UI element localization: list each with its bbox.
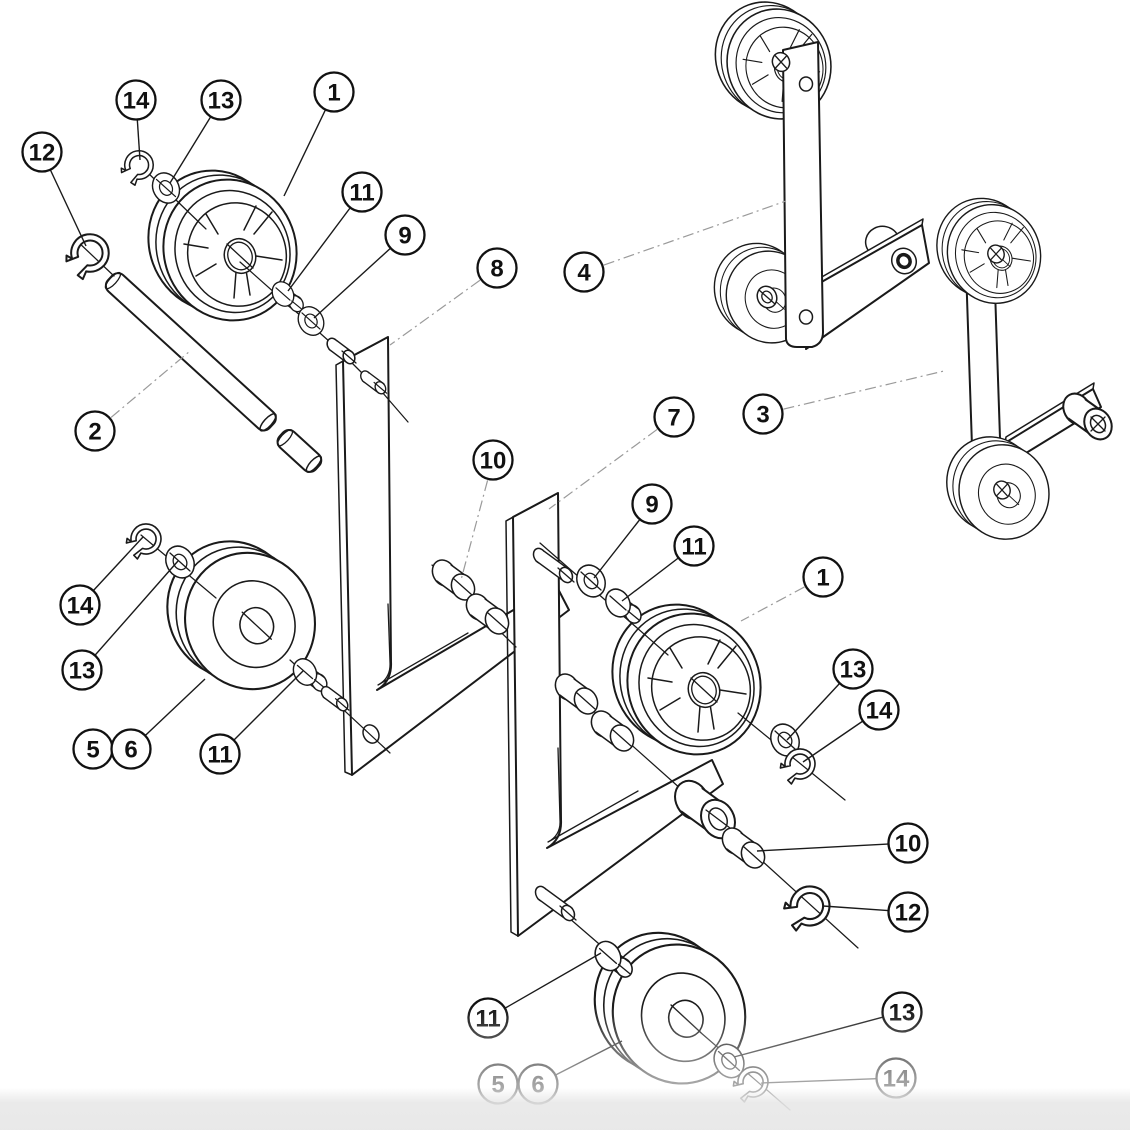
balloon-10-left: 10 xyxy=(472,439,514,481)
balloon-circle-13-upper xyxy=(200,79,242,121)
assembly4-arm-tab xyxy=(864,225,898,251)
balloon-circle-11-mid xyxy=(673,525,715,567)
balloon-label-14-left: 14 xyxy=(67,593,94,620)
balloon-label-10-right: 10 xyxy=(895,831,922,858)
assembly4-arm-hole xyxy=(890,247,918,275)
balloon-label-14-mid: 14 xyxy=(866,698,893,725)
balloon-13-upper: 13 xyxy=(200,79,242,121)
balloon-label-11-mid: 11 xyxy=(681,534,706,561)
balloon-label-9-mid: 9 xyxy=(645,492,658,519)
v-bracket-front-part7 xyxy=(505,492,724,937)
leader-line-7 xyxy=(548,416,675,510)
balloon-4: 4 xyxy=(563,251,605,293)
balloon-label-13-left: 13 xyxy=(69,658,96,685)
balloon-circle-9-mid xyxy=(631,483,673,525)
balloon-14-upper: 14 xyxy=(115,79,157,121)
balloon-9-mid: 9 xyxy=(631,483,673,525)
balloon-circle-1-mid xyxy=(802,556,844,598)
balloon-circle-10-left xyxy=(472,439,514,481)
balloon-circle-14-left xyxy=(59,584,101,626)
balloon-circle-13-mid xyxy=(832,648,874,690)
balloon-13-mid: 13 xyxy=(832,648,874,690)
balloon-label-4: 4 xyxy=(577,260,591,287)
balloon-label-9-upper: 9 xyxy=(398,223,411,250)
pulley-arm-assembly-top-part4 xyxy=(699,0,930,356)
balloon-10-right: 10 xyxy=(887,822,929,864)
balloon-label-3: 3 xyxy=(756,402,769,429)
leader-line-4 xyxy=(583,200,787,273)
balloon-label-1-upper: 1 xyxy=(327,80,340,107)
balloon-circle-11-left xyxy=(199,733,241,775)
balloon-label-10-left: 10 xyxy=(480,448,507,475)
balloon-circle-1-upper xyxy=(313,71,355,113)
balloon-11-mid: 11 xyxy=(673,525,715,567)
balloon-label-11-upper: 11 xyxy=(349,180,374,207)
balloon-label-2: 2 xyxy=(88,419,101,446)
balloon-circle-11-upper xyxy=(341,171,383,213)
assembly4-bar-hole-top xyxy=(798,76,814,92)
pulley-arm-assembly-right-part3 xyxy=(922,184,1118,553)
balloon-13-left: 13 xyxy=(61,649,103,691)
balloon-11-left: 11 xyxy=(199,733,241,775)
balloon-12-left: 12 xyxy=(21,131,63,173)
balloon-label-5-left: 5 xyxy=(86,737,99,764)
bottom-fade-gray xyxy=(0,1088,1130,1130)
balloon-circle-7 xyxy=(653,396,695,438)
balloon-label-13-upper: 13 xyxy=(208,88,235,115)
balloon-circle-14-mid xyxy=(858,689,900,731)
balloon-8: 8 xyxy=(476,247,518,289)
balloon-1-upper: 1 xyxy=(313,71,355,113)
assembly4-bar xyxy=(782,41,824,348)
balloon-circle-13-left xyxy=(61,649,103,691)
leader-line-3 xyxy=(762,370,945,415)
balloon-circle-10-right xyxy=(887,822,929,864)
balloon-label-12-left: 12 xyxy=(29,140,56,167)
leader-line-13-left xyxy=(81,560,179,671)
balloon-label-12-right: 12 xyxy=(895,900,922,927)
balloon-3: 3 xyxy=(742,393,784,435)
balloon-11-upper: 11 xyxy=(341,171,383,213)
leader-line-10-right xyxy=(756,842,909,852)
balloon-2: 2 xyxy=(74,410,116,452)
leader-line-8 xyxy=(389,267,498,346)
balloon-label-13-mid: 13 xyxy=(840,657,867,684)
balloon-9-upper: 9 xyxy=(384,214,426,256)
balloon-circle-12-right xyxy=(887,891,929,933)
balloon-label-8: 8 xyxy=(490,256,503,283)
balloon-circle-6-left xyxy=(110,728,152,770)
balloon-label-11-left: 11 xyxy=(207,742,232,769)
balloon-5-left: 5 xyxy=(72,728,114,770)
balloon-14-left: 14 xyxy=(59,584,101,626)
balloon-circle-12-left xyxy=(21,131,63,173)
balloon-label-7: 7 xyxy=(667,405,680,432)
balloon-7: 7 xyxy=(653,396,695,438)
balloon-circle-2 xyxy=(74,410,116,452)
balloon-circle-3 xyxy=(742,393,784,435)
balloon-label-6-left: 6 xyxy=(124,737,137,764)
balloon-label-14-upper: 14 xyxy=(123,88,150,115)
balloon-12-right: 12 xyxy=(887,891,929,933)
balloon-1-mid: 1 xyxy=(802,556,844,598)
assembly4-bar-hole-bottom xyxy=(798,309,814,325)
balloon-circle-14-upper xyxy=(115,79,157,121)
balloon-circle-8 xyxy=(476,247,518,289)
balloon-circle-4 xyxy=(563,251,605,293)
balloon-6-left: 6 xyxy=(110,728,152,770)
balloon-circle-9-upper xyxy=(384,214,426,256)
balloon-label-1-mid: 1 xyxy=(816,565,829,592)
axle-shaft-part2 xyxy=(104,271,323,473)
balloon-14-mid: 14 xyxy=(858,689,900,731)
